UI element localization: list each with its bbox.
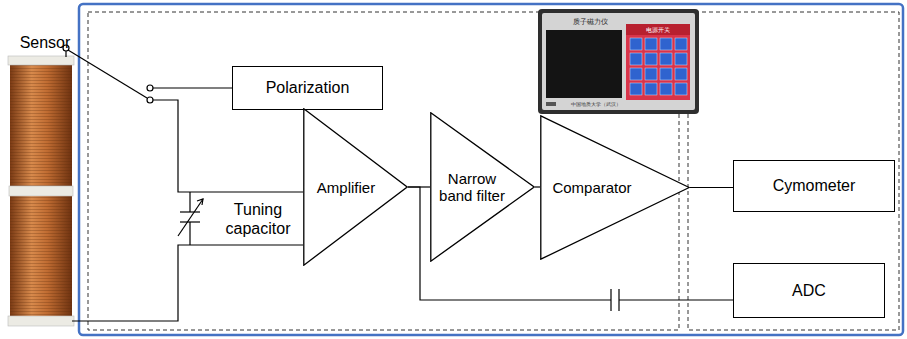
node-text: Amplifier (306, 179, 386, 196)
component-label: Tuning capacitor (213, 200, 303, 238)
key-label: 电源开关 (638, 26, 678, 33)
sensor-label: Sensor (10, 33, 80, 52)
filter-triangle: Narrow band filter (430, 112, 535, 262)
process-box: Polarization (232, 66, 383, 110)
node-text: Polarization (233, 79, 382, 97)
device-title: 质子磁力仪 (560, 18, 620, 26)
sensor-coil (8, 56, 74, 326)
dashed-region (688, 12, 899, 330)
maker-label: 中国地质大学（武汉） (561, 101, 631, 107)
node-text: ADC (734, 282, 884, 300)
housing-outline (79, 4, 903, 335)
process-box: ADC (733, 263, 885, 318)
process-box: Cymometer (733, 160, 895, 212)
comparator-triangle: Comparator (540, 115, 690, 260)
triangle-outline (304, 109, 407, 265)
instrument-photo (538, 9, 699, 114)
wiring (63, 45, 619, 321)
node-text: Cymometer (734, 177, 894, 195)
signal-wire (690, 187, 733, 188)
amplifier-triangle: Amplifier (303, 108, 408, 266)
node-text: Comparator (542, 179, 642, 196)
node-text: Narrow band filter (434, 170, 510, 204)
triangle-outline (541, 116, 689, 259)
signal-wire (535, 186, 540, 187)
triangle-outline (431, 113, 534, 261)
